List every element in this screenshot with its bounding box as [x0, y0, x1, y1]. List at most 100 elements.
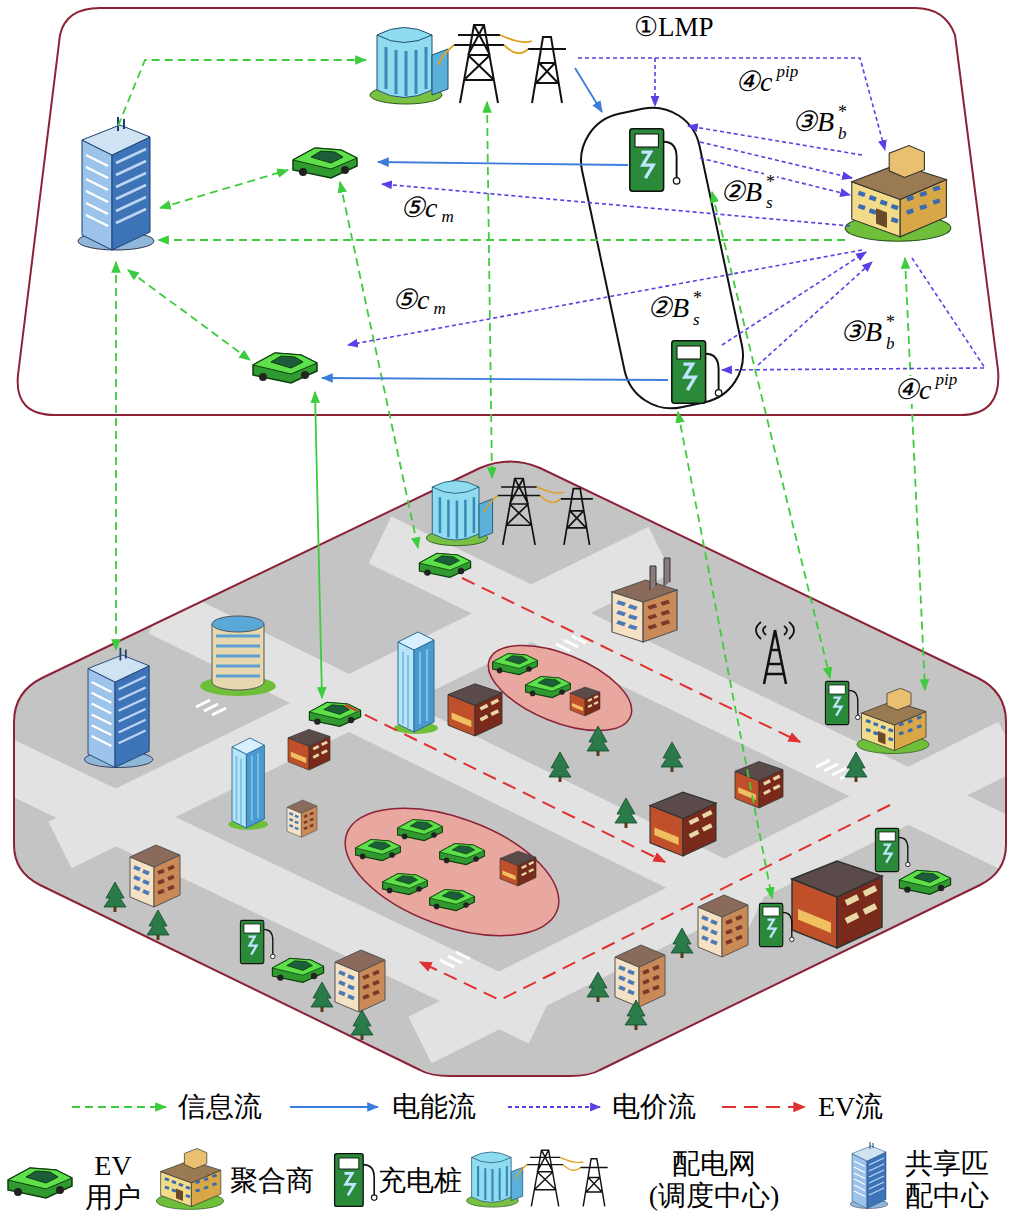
- building-icon: [287, 800, 317, 837]
- energy-flow-arrows: [575, 68, 602, 112]
- ev-flow-arrows: [345, 705, 665, 862]
- trees: [147, 910, 169, 940]
- lower-charging-piles: [825, 681, 860, 724]
- antenna-icon: [756, 622, 794, 639]
- price-flow-arrows: [654, 58, 656, 106]
- trees: [351, 1010, 373, 1040]
- ev-flow-arrows: [462, 578, 800, 742]
- charging-pile-icon: [672, 341, 722, 403]
- building-icon: [130, 845, 180, 907]
- superscript: *: [764, 173, 777, 191]
- lower-ev-cars: [383, 874, 428, 895]
- legend-text: 信息流: [178, 1091, 262, 1123]
- trees: [625, 1000, 647, 1030]
- building-icon: [228, 738, 268, 830]
- station-icon: [570, 687, 600, 716]
- superscript: *: [884, 313, 897, 331]
- upper-layer-panel: [18, 8, 999, 415]
- information-flow-arrows: [116, 60, 925, 898]
- information-flow-arrows: [905, 258, 925, 690]
- antenna-icon: [756, 622, 794, 684]
- matching-center-icon: [78, 117, 154, 250]
- lower-ev-cars: [272, 553, 950, 982]
- roads: [60, 550, 660, 845]
- legend-aggregator-icon: [156, 1149, 223, 1210]
- building-icon: [650, 792, 716, 856]
- lower-ev-cars: [526, 677, 571, 698]
- legend-text: 电能流: [392, 1091, 476, 1123]
- factory-icon: [612, 580, 677, 642]
- trees: [661, 742, 683, 772]
- superscript: pip: [933, 371, 959, 388]
- price-flow-arrows: [722, 258, 985, 370]
- information-flow-arrows: [160, 170, 288, 208]
- flow-label: ④c: [892, 376, 933, 404]
- lower-ev-cars: [440, 844, 485, 865]
- lower-charging-piles: [875, 828, 910, 871]
- flow-label: ④c: [733, 68, 774, 96]
- information-flow-arrows: [128, 270, 250, 360]
- subscript: s: [764, 194, 775, 211]
- ev-car-icon: [253, 353, 317, 383]
- trees: [104, 882, 126, 912]
- subscript: m: [431, 300, 447, 317]
- antenna-icon: [764, 630, 786, 684]
- station-icon: [500, 851, 536, 886]
- building-icon: [615, 945, 665, 1007]
- building-icon: [735, 762, 783, 808]
- building-icon: [288, 729, 330, 770]
- superscript: *: [836, 103, 849, 121]
- price-flow-arrows: [382, 184, 850, 226]
- building-icon: [448, 684, 502, 736]
- subscript: s: [691, 311, 702, 328]
- crosswalks: [196, 700, 226, 715]
- flow-label: ③B: [790, 108, 836, 136]
- lower-ev-cars: [356, 840, 401, 861]
- trees: [615, 798, 637, 828]
- legend-text: 配电网 (调度中心): [616, 1148, 812, 1212]
- information-flow-arrows: [712, 192, 830, 678]
- lower-charging-piles: [240, 920, 275, 963]
- legend-hub-icon: [850, 1142, 888, 1209]
- trees: [587, 972, 609, 1002]
- flow-label: ⑤c: [390, 286, 431, 314]
- legend-samples: [508, 1106, 600, 1108]
- flow-label: ⑤c: [398, 194, 439, 222]
- price-flow-arrows: [578, 58, 885, 150]
- building-icon: [200, 616, 276, 696]
- lower-layer-outline: [14, 462, 1006, 1077]
- legend-samples: [72, 1106, 166, 1108]
- legend-samples: [290, 1106, 378, 1108]
- lower-ev-cars: [493, 654, 538, 675]
- price-flow-arrows: [348, 250, 862, 345]
- superscript: pip: [774, 63, 800, 80]
- price-flow-arrows: [688, 126, 862, 155]
- information-flow-arrows: [340, 182, 418, 548]
- lower-ev-cars: [419, 553, 470, 577]
- information-flow-arrows: [118, 60, 366, 126]
- lower-ev-cars: [272, 958, 323, 982]
- parking-area: [328, 783, 575, 961]
- aggregator-icon: [845, 146, 951, 242]
- trees: [671, 928, 693, 958]
- flow-label: ②B: [718, 178, 764, 206]
- trees: [311, 982, 333, 1012]
- legend-text: 聚合商: [230, 1165, 314, 1197]
- legend-text: 电价流: [612, 1091, 696, 1123]
- energy-flow-arrows: [378, 162, 628, 165]
- legend-text: EV流: [818, 1091, 883, 1123]
- legend-text: EV 用户: [80, 1150, 146, 1214]
- legend-pile-icon: [335, 1154, 377, 1207]
- price-flow-arrows: [348, 58, 985, 370]
- superscript: *: [691, 289, 704, 307]
- building-icon: [394, 632, 438, 734]
- roads: [0, 762, 540, 1020]
- building-icon: [335, 950, 385, 1012]
- lower-ev-cars: [398, 820, 443, 841]
- legend-grid-icon: [467, 1150, 608, 1207]
- building-icon: [698, 895, 748, 957]
- trees: [549, 752, 571, 782]
- price-flow-arrows: [758, 262, 872, 365]
